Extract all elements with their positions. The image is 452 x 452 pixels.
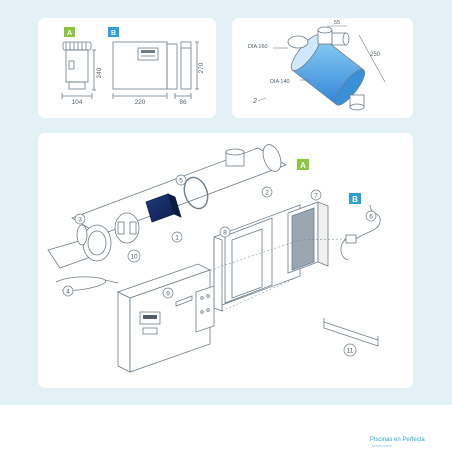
callout-9: 9 (166, 291, 170, 298)
cell-cap (82, 212, 140, 262)
controller-back-panel (213, 204, 301, 312)
exploded-badge-a (297, 159, 309, 170)
controller-front (116, 263, 212, 373)
callout-7: 7 (314, 193, 318, 200)
callout-circle-1 (171, 231, 183, 243)
callout-circle-9 (162, 287, 174, 299)
badge-a-box (64, 27, 75, 37)
callout-circle-4 (62, 285, 74, 297)
callout-2: 2 (265, 190, 269, 197)
callout-circle-2 (261, 186, 273, 198)
panel-a-drawing (61, 27, 199, 99)
mounting-rail (323, 318, 379, 347)
callout-8: 8 (223, 230, 227, 237)
exploded-badge-a-label: A (300, 161, 306, 170)
dia-160-label: DIA 160 (248, 44, 268, 50)
callout-3: 3 (78, 217, 82, 224)
dim-86: 86 (179, 99, 187, 106)
dim-240: 240 (96, 67, 103, 78)
callout-1: 1 (175, 235, 179, 242)
mount-bracket (175, 285, 215, 333)
dim-55: 55 (334, 20, 340, 26)
exploded-drawing (47, 144, 381, 373)
watermark-brand: Piscinas en Perfecta (370, 437, 425, 443)
callout-circle-3 (74, 213, 86, 225)
watermark-sub: tienda online (372, 444, 392, 448)
callout-5: 5 (179, 178, 183, 185)
callout-4: 4 (66, 289, 70, 296)
exploded-badge-b (349, 193, 361, 204)
panel-b-dim-lines (273, 25, 386, 83)
callout-circle-8 (219, 226, 231, 238)
callout-circle-6 (365, 210, 377, 222)
callout-10: 10 (130, 254, 138, 261)
control-box-b (112, 41, 178, 90)
badge-b-box (108, 27, 119, 37)
callout-circle-10 (127, 249, 141, 263)
callout-circle-11 (343, 343, 357, 357)
badge-a-label: A (67, 30, 72, 37)
transformer-block (287, 201, 329, 274)
dia-140-label: DIA 140 (270, 79, 290, 85)
panel-b-drawing: 55 250 DIA 160 DIA 140 2 (248, 20, 386, 111)
dim-250: 250 (370, 52, 381, 58)
nut-ring (76, 224, 88, 246)
callout-circle-7 (310, 189, 322, 201)
dim-270: 270 (198, 62, 205, 73)
badge-b-label: B (111, 30, 116, 37)
dim-104: 104 (72, 99, 83, 106)
control-box-side (180, 41, 192, 90)
cylinder-top-fitting (287, 26, 365, 111)
cell-unit-a (62, 41, 92, 90)
callouts: 1 2 3 4 5 6 7 8 9 10 11 (62, 174, 377, 357)
callout-circle-5 (175, 174, 187, 186)
electrode-cell (145, 193, 182, 223)
callout-11: 11 (347, 348, 354, 355)
dim-220: 220 (135, 99, 146, 106)
blue-cell-cylinder (290, 34, 366, 106)
exploded-badge-b-label: B (352, 195, 358, 204)
callout-2-panel-b: 2 (252, 98, 257, 105)
o-ring (183, 176, 209, 210)
callout-6: 6 (369, 214, 373, 221)
